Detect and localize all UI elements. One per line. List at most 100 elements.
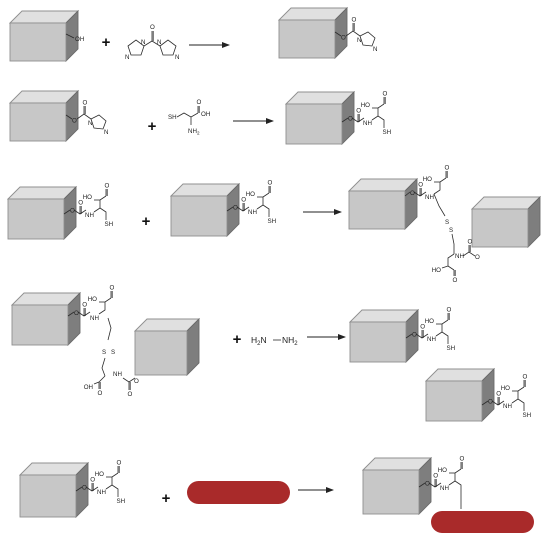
- r4-top-acid-o: O: [110, 285, 115, 292]
- row5-cysteine-carbamate-carbonyl-o: O: [90, 477, 95, 484]
- backbone-bonds: [448, 473, 456, 486]
- row3-cysteine-carbamate-a-ester-o-text: O: [70, 208, 75, 215]
- r4-bottom-acid-o: O: [98, 390, 103, 397]
- row4-cysteine-carbamate-b-thiol-text: SH: [523, 412, 532, 419]
- row5-cube-start: [18, 461, 90, 519]
- row3-cysteine-carbamate-b-acid-o-text: O: [268, 180, 273, 187]
- cys-amine: NH2: [188, 128, 200, 136]
- side-chain-bonds: [454, 480, 462, 493]
- row4-cysteine-carbamate-b-carbonyl-o: O: [496, 391, 501, 398]
- row3-cysteine-carbamate-b-amide-nh-text: NH: [248, 209, 257, 216]
- row4-cube-bottom: [133, 317, 201, 377]
- row5-cysteine-carbamate-carbonyl-o-text: O: [90, 477, 95, 484]
- cys-acid-o: O: [197, 99, 202, 106]
- row3-cysteine-carbamate-b-acid-ho-text: HO: [246, 191, 255, 198]
- r4-bottom-acid-o-text: O: [98, 390, 103, 397]
- side-chain-bonds: [262, 204, 270, 217]
- row3-cysteine-carbamate-b-acid-o: O: [268, 180, 273, 187]
- r4-nh-bottom: NH: [113, 371, 122, 378]
- row3-cysteine-carbamate-a-amide-nh: NH: [85, 212, 94, 219]
- row5-cysteine-sulfide-acid-o: O: [460, 456, 465, 463]
- cdi-o: O: [150, 24, 155, 31]
- scheme-layer: OH+NNONNOONNOONN+SHNH2OOHOONHOHOSHOONHOH…: [6, 6, 542, 533]
- cdi-o-text: O: [150, 24, 155, 31]
- cube-linker-bond: [226, 206, 234, 212]
- r4-bottom-oh-text: OH: [84, 384, 93, 391]
- row5-cysteine-carbamate-thiol-text: SH: [117, 498, 126, 505]
- row4-cysteine-carbamate-a-acid-ho-text: HO: [425, 318, 434, 325]
- hydrazine-nh-text: NH: [282, 335, 294, 345]
- cys-thiol: SH: [168, 114, 177, 121]
- hydroxyl-bond: [65, 33, 75, 39]
- r3-carbonyl-o-text: O: [418, 182, 423, 189]
- r4-s-top-text: S: [102, 349, 106, 356]
- row5-cysteine-carbamate-amide-nh-text: NH: [97, 489, 106, 496]
- hydrazine-n-text: N: [260, 335, 266, 345]
- bottom-side-chain: [451, 233, 455, 254]
- backbone-bonds: [511, 391, 519, 404]
- cube-front-face: [278, 19, 336, 59]
- row3-cysteine-carbamate-a-amide-nh-text: NH: [85, 212, 94, 219]
- cdi-n2: N: [125, 54, 129, 61]
- cdi-n1: N: [141, 39, 145, 46]
- row2-cysteine-carbamate-thiol-text: SH: [383, 129, 392, 136]
- row2-plus-sign: +: [148, 118, 157, 135]
- row4-cysteine-carbamate-a-acid-o-text: O: [447, 307, 452, 314]
- row3-cysteine-carbamate-a-acid-ho: HO: [83, 194, 92, 201]
- row5-cysteine-sulfide-ester-o-text: O: [425, 481, 430, 488]
- cys-acid-o-text: O: [197, 99, 202, 106]
- row2-cysteine-carbamate-acid-o: O: [383, 91, 388, 98]
- row3-cysteine-carbamate-a-carbonyl-o-text: O: [78, 200, 83, 207]
- row1-oh-label-text: OH: [75, 36, 84, 43]
- linker-bond: [67, 311, 75, 317]
- side-chain-bonds: [99, 207, 107, 220]
- cdi-n2-text: N: [125, 54, 129, 61]
- row1p-ester-o-text: O: [341, 35, 346, 42]
- row3-cysteine-carbamate-b-acid-ho: HO: [246, 191, 255, 198]
- row4-cysteine-carbamate-b-acid-ho: HO: [501, 385, 510, 392]
- row3-cysteine-carbamate-b-amide-nh: NH: [248, 209, 257, 216]
- row2-cysteine-reagent: SH NH2 O OH: [168, 99, 210, 136]
- hydrazine-h2n-label: H2N: [251, 335, 267, 347]
- acid-bond: [262, 192, 270, 198]
- row1-cube-product: [277, 6, 349, 60]
- cube-front-face: [471, 208, 529, 248]
- row3-cysteine-carbamate-a-acid-o: O: [105, 183, 110, 190]
- imidazole-ring: [90, 114, 107, 130]
- row4-cysteine-carbamate-b-amide-nh-text: NH: [503, 403, 512, 410]
- row1p-n2-text: N: [373, 46, 377, 53]
- linker-bond: [65, 114, 73, 120]
- cube-front-face: [134, 330, 188, 376]
- side-chain-bonds: [111, 484, 119, 497]
- r3-nh-top: NH: [425, 194, 434, 201]
- bottom-hydroxyl-bond: [93, 381, 100, 385]
- side-chain-bonds: [377, 115, 385, 128]
- row4-cysteine-carbamate-a-acid-o: O: [447, 307, 452, 314]
- row3-cysteine-carbamate-a-thiol: SH: [105, 221, 114, 228]
- r4-ester-o: O: [74, 310, 79, 317]
- linker-bond: [404, 191, 411, 197]
- r3-bottom-ester-o-text: O: [475, 254, 480, 261]
- row5-cysteine-sulfide-ester-o: O: [425, 481, 430, 488]
- r3-nh-bottom-text: NH: [455, 253, 464, 260]
- row5-cube-product: [361, 456, 433, 516]
- imidazole-ring: [359, 31, 376, 47]
- row1p-ester-o: O: [341, 35, 346, 42]
- acid-bond: [517, 386, 525, 392]
- row4-cysteine-carbamate-b-acid-o: O: [523, 374, 528, 381]
- row5-cysteine-carbamate-acid-ho: HO: [95, 471, 104, 478]
- r4-top-ho-text: HO: [88, 296, 97, 303]
- row5-cysteine-carbamate-thiol: SH: [117, 498, 126, 505]
- cube-front-face: [348, 190, 406, 230]
- right-imidazole-ring: [159, 39, 177, 56]
- left-imidazole-ring: [127, 39, 145, 56]
- row4-cysteine-carbamate-a-acid-ho: HO: [425, 318, 434, 325]
- cys-acid-oh: OH: [201, 111, 210, 118]
- row2-cube-start: [8, 89, 80, 143]
- row4-cysteine-carbamate-a-thiol-text: SH: [447, 345, 456, 352]
- row5-cysteine-carbamate-ester-o-text: O: [82, 485, 87, 492]
- row3-cysteine-carbamate-a-acid-o-text: O: [105, 183, 110, 190]
